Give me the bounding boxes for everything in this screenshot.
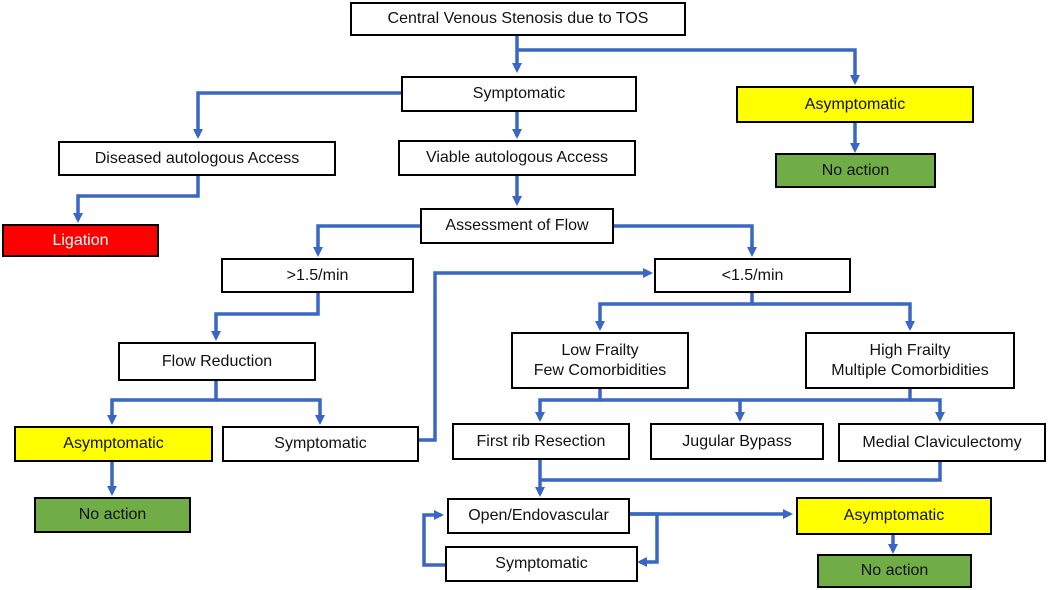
high-frailty-line2: Multiple Comorbidities <box>831 361 989 379</box>
edge-open-symp <box>630 512 659 567</box>
edge-root-asymptomatic <box>517 48 860 85</box>
diseased-access-label: Diseased autologous Access <box>94 149 300 167</box>
open-endovascular-box: Open/Endovascular <box>447 498 630 534</box>
edge-low-lowfrailty <box>595 291 754 331</box>
low-frailty-box: Low Frailty Few Comorbidities <box>511 332 689 389</box>
root-box: Central Venous Stenosis due to TOS <box>350 2 686 36</box>
symptomatic-top-label: Symptomatic <box>472 85 566 102</box>
asymptomatic-bottom-label: Asymptomatic <box>843 507 945 524</box>
viable-access-box: Viable autologous Access <box>398 140 636 176</box>
edge-high-flowreduction <box>211 291 320 341</box>
flow-low-box: <1.5/min <box>654 258 851 293</box>
viable-access-label: Viable autologous Access <box>425 149 609 166</box>
no-action-top-label: No action <box>821 161 890 179</box>
edge-symp-low <box>419 268 653 442</box>
high-frailty-line1: High Frailty <box>869 341 951 359</box>
open-endovascular-label: Open/Endovascular <box>468 507 609 524</box>
no-action-left-label: No action <box>78 506 147 523</box>
no-action-top-box: No action <box>775 153 936 188</box>
symptomatic-left-label: Symptomatic <box>274 435 367 452</box>
low-frailty-line1: Low Frailty <box>561 341 639 359</box>
high-frailty-box: High Frailty Multiple Comorbidities <box>805 332 1015 389</box>
flow-high-box: >1.5/min <box>221 258 414 293</box>
edge-highfrailty-medial <box>910 398 945 422</box>
edge-symp-open <box>422 510 445 567</box>
low-frailty-line2: Few Comorbidities <box>533 361 667 379</box>
edge-diseased-ligation <box>73 174 200 223</box>
asymptomatic-top-label: Asymptomatic <box>804 95 906 113</box>
edge-medial-open <box>540 460 942 482</box>
asymptomatic-top-box: Asymptomatic <box>736 86 974 123</box>
medial-claviculectomy-label: Medial Claviculectomy <box>862 433 1022 451</box>
edge-assessment-high <box>313 224 422 257</box>
flow-low-label: <1.5/min <box>721 266 784 284</box>
root-label: Central Venous Stenosis due to TOS <box>387 10 649 27</box>
assessment-flow-box: Assessment of Flow <box>420 208 614 244</box>
jugular-bypass-box: Jugular Bypass <box>650 423 824 460</box>
no-action-bottom-box: No action <box>817 554 972 588</box>
symptomatic-bottom-label: Symptomatic <box>495 555 588 572</box>
flow-high-label: >1.5/min <box>286 266 349 284</box>
ligation-label: Ligation <box>52 231 109 249</box>
asymptomatic-bottom-box: Asymptomatic <box>796 497 992 535</box>
jugular-bypass-label: Jugular Bypass <box>682 432 792 450</box>
edge-flowred-symp <box>216 398 325 425</box>
no-action-bottom-label: No action <box>860 562 929 579</box>
asymptomatic-left-label: Asymptomatic <box>63 435 164 452</box>
assessment-flow-label: Assessment of Flow <box>445 217 589 234</box>
symptomatic-left-box: Symptomatic <box>222 426 419 462</box>
flow-reduction-label: Flow Reduction <box>161 352 273 370</box>
symptomatic-top-box: Symptomatic <box>401 76 637 112</box>
edge-low-highfrailty <box>752 302 915 331</box>
edge-lowfrailty-jugular <box>600 398 745 422</box>
edge-symptomatic-diseased <box>193 91 403 139</box>
diseased-access-box: Diseased autologous Access <box>58 141 336 176</box>
edge-lowfrailty-options <box>535 387 602 422</box>
edge-flowred-asym <box>107 379 218 425</box>
first-rib-label: First rib Resection <box>476 432 606 450</box>
flow-reduction-box: Flow Reduction <box>118 342 316 381</box>
symptomatic-bottom-box: Symptomatic <box>445 546 638 582</box>
edge-assessment-low <box>612 224 757 257</box>
asymptomatic-left-box: Asymptomatic <box>14 426 213 462</box>
medial-claviculectomy-box: Medial Claviculectomy <box>838 423 1046 462</box>
first-rib-box: First rib Resection <box>452 423 630 460</box>
ligation-box: Ligation <box>2 224 159 257</box>
no-action-left-box: No action <box>34 497 191 533</box>
